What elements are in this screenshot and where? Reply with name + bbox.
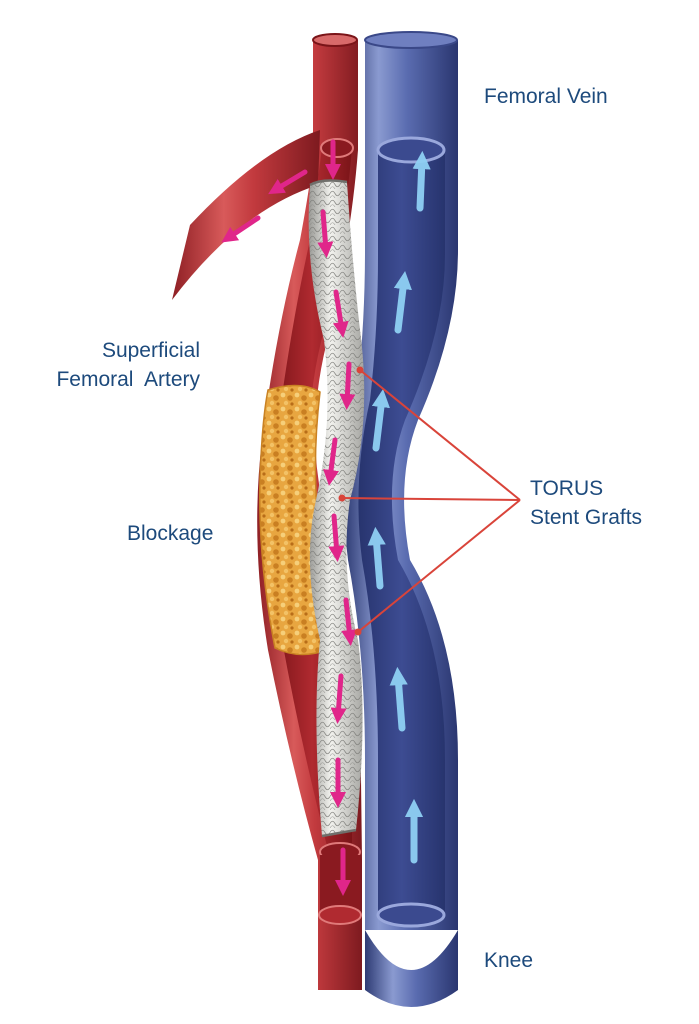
blockage-label-text: Blockage [127, 519, 213, 548]
knee-label-text: Knee [484, 946, 533, 975]
torus-label-line-1: TORUS [530, 474, 642, 503]
arterial-flow-arrow [347, 364, 349, 402]
pointer-dot [357, 367, 364, 374]
knee-label: Knee [484, 946, 533, 975]
arterial-flow-arrow [334, 516, 337, 554]
arterial-flow-arrow [323, 212, 326, 250]
venous-flow-arrow [398, 676, 402, 728]
arterial-flow-arrow [338, 676, 341, 716]
femoral-vein-label: Femoral Vein [484, 82, 608, 111]
sfa-label-line-2: Femoral Artery [33, 365, 200, 394]
venous-flow-arrow [420, 160, 422, 208]
pointer-dot [355, 629, 362, 636]
superficial-femoral-artery-label: Superficial Femoral Artery [33, 336, 200, 394]
blockage-label: Blockage [127, 519, 213, 548]
torus-stent-grafts-label: TORUS Stent Grafts [530, 474, 642, 532]
femoral-vein-label-text: Femoral Vein [484, 82, 608, 111]
sfa-label-line-1: Superficial [33, 336, 200, 365]
torus-label-line-2: Stent Grafts [530, 503, 642, 532]
pointer-dot [339, 495, 346, 502]
venous-flow-arrow [376, 536, 380, 586]
